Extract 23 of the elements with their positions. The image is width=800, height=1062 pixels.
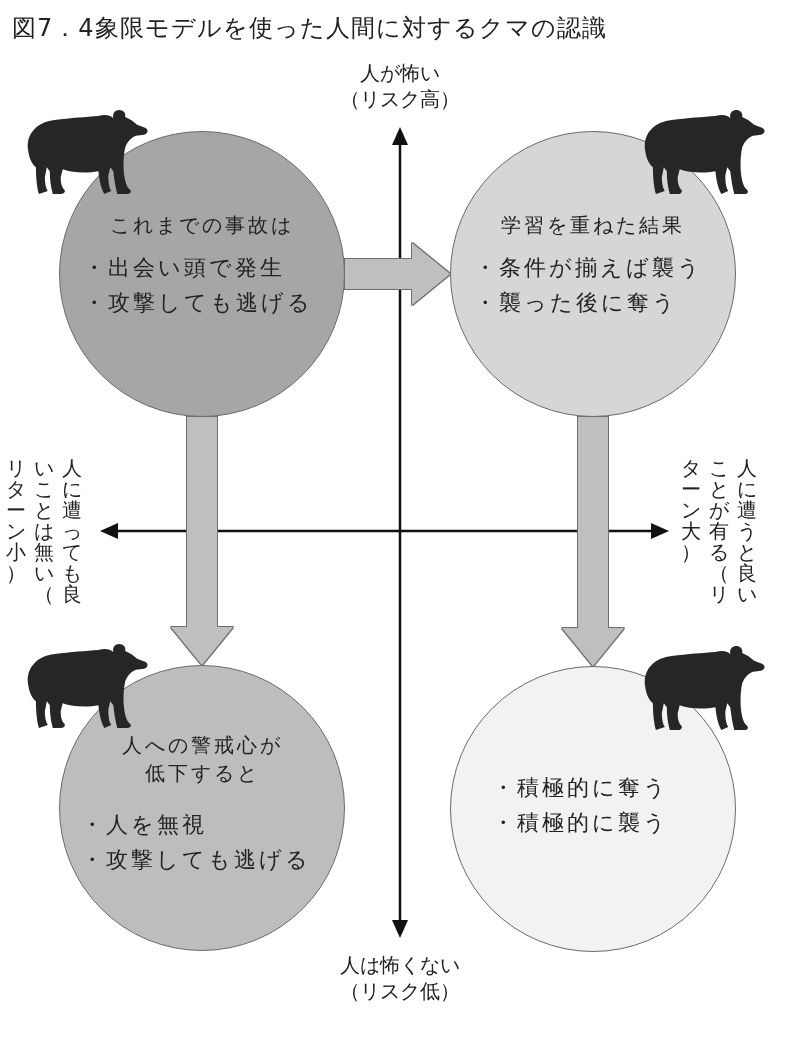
axis-label: 人が怖い（リスク高）: [340, 60, 460, 112]
quadrant-circle: [450, 131, 736, 417]
bullet-item: ・人を無視: [81, 811, 207, 839]
bullet-item: ・積極的に襲う: [492, 809, 669, 837]
bullet-item: ・襲った後に奪う: [474, 289, 678, 317]
circle-heading: これまでの事故は: [110, 212, 294, 239]
block-arrow: [562, 417, 624, 666]
bullet-item: ・条件が揃えば襲う: [474, 254, 703, 282]
figure-title: 図7．4象限モデルを使った人間に対するクマの認識: [12, 13, 607, 44]
bullet-item: ・攻撃しても逃げる: [83, 289, 313, 317]
bullet-item: ・積極的に奪う: [492, 774, 669, 802]
circle-heading: 人への警戒心が低下すると: [120, 732, 284, 787]
bullet-item: ・出会い頭で発生: [83, 254, 285, 282]
bullet-item: ・攻撃しても逃げる: [81, 846, 311, 874]
block-arrow: [345, 243, 450, 305]
axis-label: 人に遭うと良いことが有る（リターン大）: [680, 458, 757, 605]
quadrant-circle: [450, 666, 736, 952]
quadrant-circle: [59, 665, 345, 951]
axis-label: 人は怖くない（リスク低）: [340, 952, 460, 1004]
quadrant-circle: [59, 131, 345, 417]
axis-label: 人に遭っても良いことは無い（リターン小）: [5, 458, 82, 605]
block-arrow: [171, 417, 233, 665]
circle-heading: 学習を重ねた結果: [501, 212, 685, 239]
